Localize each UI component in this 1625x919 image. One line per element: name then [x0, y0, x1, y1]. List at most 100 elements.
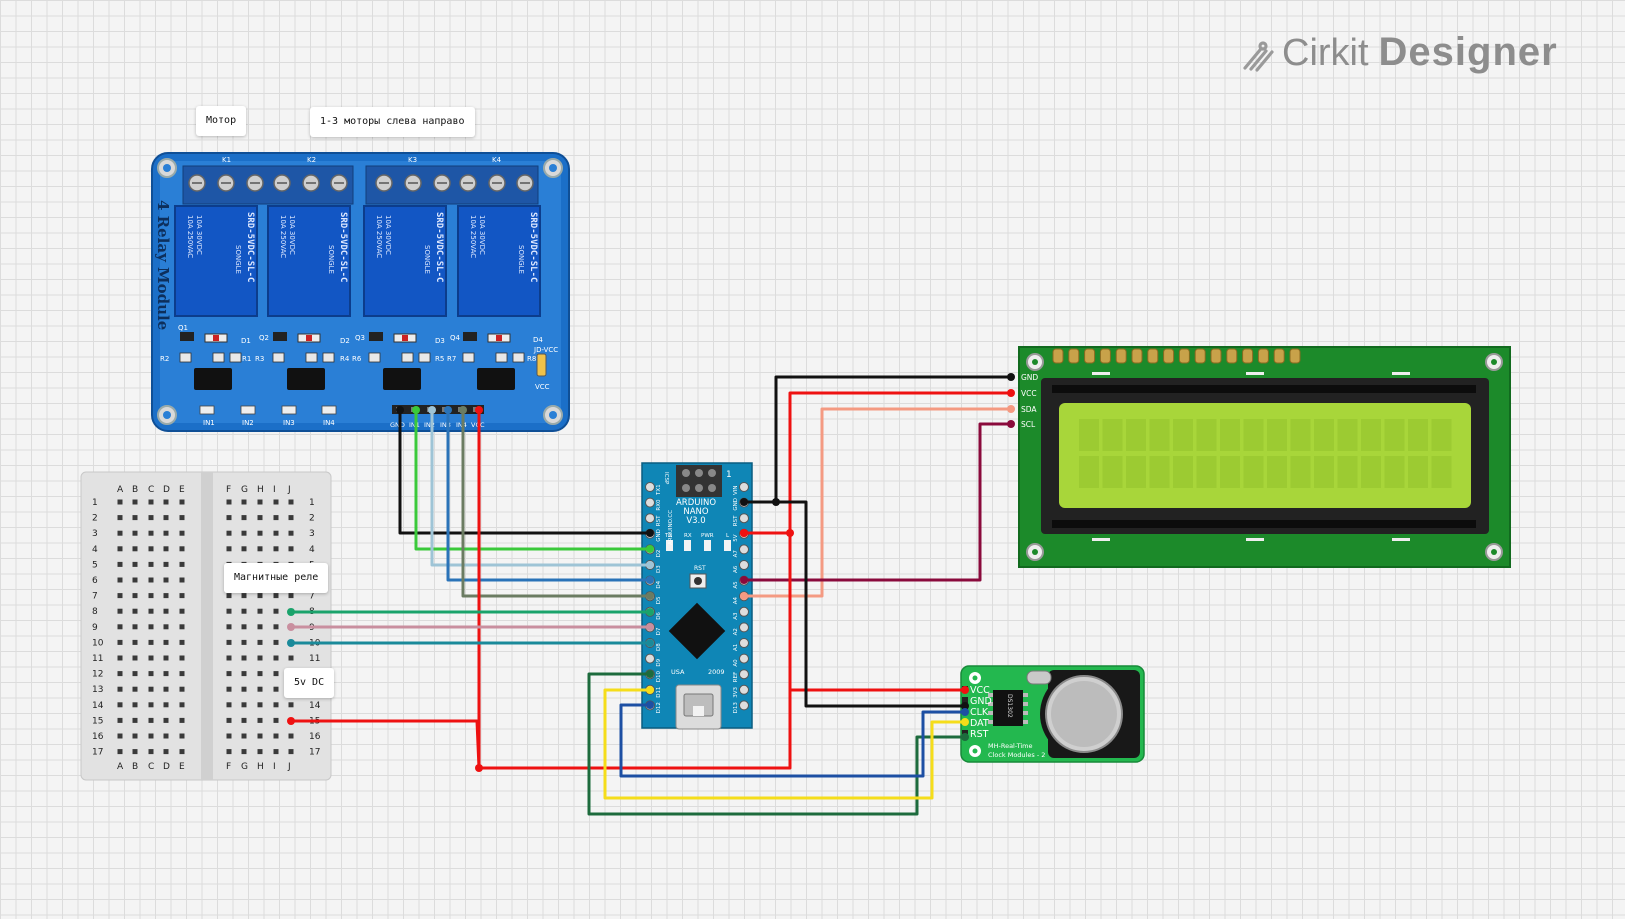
bb-hole[interactable]	[148, 624, 154, 630]
bb-hole[interactable]	[226, 593, 232, 599]
bb-hole[interactable]	[163, 717, 169, 723]
lcd-16x2-display[interactable]: GND VCC SDA SCL	[1007, 346, 1511, 568]
rtc-ds1302-module[interactable]: DS1302 VCC GND CLK DAT RST MH-Real-Time …	[960, 665, 1145, 763]
bb-hole[interactable]	[132, 577, 138, 583]
bb-hole[interactable]	[241, 686, 247, 692]
bb-hole[interactable]	[117, 577, 123, 583]
bb-hole[interactable]	[241, 624, 247, 630]
bb-hole[interactable]	[257, 749, 263, 755]
bb-hole[interactable]	[179, 671, 185, 677]
relay-module[interactable]: K1 K2 K3 K4 4 Relay Module SRD-5VDC-SL-C…	[151, 152, 570, 432]
bb-hole[interactable]	[241, 639, 247, 645]
bb-hole[interactable]	[273, 639, 279, 645]
nano-pin-right[interactable]	[739, 669, 749, 680]
bb-hole[interactable]	[132, 671, 138, 677]
note-motor[interactable]: Мотор	[196, 106, 247, 136]
bb-hole[interactable]	[163, 686, 169, 692]
bb-hole[interactable]	[241, 515, 247, 521]
nano-pin-left[interactable]	[645, 653, 655, 664]
bb-hole[interactable]	[273, 530, 279, 536]
bb-hole[interactable]	[241, 499, 247, 505]
bb-hole[interactable]	[132, 499, 138, 505]
bb-hole[interactable]	[163, 593, 169, 599]
bb-hole[interactable]	[148, 655, 154, 661]
bb-hole[interactable]	[117, 515, 123, 521]
bb-hole[interactable]	[179, 499, 185, 505]
bb-hole[interactable]	[163, 624, 169, 630]
bb-hole[interactable]	[179, 624, 185, 630]
bb-hole[interactable]	[117, 624, 123, 630]
bb-hole[interactable]	[148, 577, 154, 583]
bb-hole[interactable]	[257, 733, 263, 739]
bb-hole[interactable]	[241, 702, 247, 708]
nano-pin-right[interactable]	[739, 622, 749, 633]
bb-hole[interactable]	[226, 671, 232, 677]
bb-hole[interactable]	[288, 655, 294, 661]
bb-hole[interactable]	[226, 515, 232, 521]
bb-hole[interactable]	[163, 639, 169, 645]
bb-hole[interactable]	[132, 561, 138, 567]
bb-hole[interactable]	[273, 546, 279, 552]
bb-hole[interactable]	[163, 671, 169, 677]
bb-hole[interactable]	[179, 593, 185, 599]
bb-hole[interactable]	[257, 499, 263, 505]
bb-hole[interactable]	[226, 686, 232, 692]
bb-hole[interactable]	[163, 577, 169, 583]
bb-hole[interactable]	[117, 671, 123, 677]
wires[interactable]	[289, 375, 1013, 816]
bb-hole[interactable]	[273, 702, 279, 708]
bb-hole[interactable]	[241, 749, 247, 755]
bb-hole[interactable]	[288, 702, 294, 708]
bb-hole[interactable]	[257, 702, 263, 708]
bb-hole[interactable]	[148, 546, 154, 552]
bb-hole[interactable]	[179, 639, 185, 645]
bb-hole[interactable]	[257, 530, 263, 536]
bb-hole[interactable]	[132, 530, 138, 536]
bb-hole[interactable]	[273, 608, 279, 614]
bb-hole[interactable]	[179, 515, 185, 521]
nano-pin-right[interactable]	[739, 544, 749, 555]
bb-hole[interactable]	[273, 686, 279, 692]
bb-hole[interactable]	[226, 546, 232, 552]
bb-hole[interactable]	[273, 515, 279, 521]
bb-hole[interactable]	[257, 639, 263, 645]
bb-hole[interactable]	[179, 702, 185, 708]
bb-hole[interactable]	[132, 686, 138, 692]
bb-hole[interactable]	[257, 608, 263, 614]
note-5v-dc[interactable]: 5v DC	[284, 668, 335, 698]
bb-hole[interactable]	[226, 499, 232, 505]
bb-hole[interactable]	[179, 686, 185, 692]
bb-hole[interactable]	[117, 686, 123, 692]
bb-hole[interactable]	[241, 593, 247, 599]
bb-hole[interactable]	[257, 686, 263, 692]
bb-hole[interactable]	[241, 546, 247, 552]
bb-hole[interactable]	[117, 749, 123, 755]
bb-hole[interactable]	[288, 593, 294, 599]
bb-hole[interactable]	[273, 593, 279, 599]
bb-hole[interactable]	[148, 608, 154, 614]
nano-pin-right[interactable]	[739, 700, 749, 711]
bb-hole[interactable]	[132, 546, 138, 552]
bb-hole[interactable]	[179, 717, 185, 723]
bb-hole[interactable]	[148, 561, 154, 567]
bb-hole[interactable]	[288, 515, 294, 521]
bb-hole[interactable]	[117, 546, 123, 552]
bb-hole[interactable]	[273, 655, 279, 661]
breadboard[interactable]: AABBCCDDEEFFGGHHIIJJ11223344556677889910…	[80, 471, 332, 781]
bb-hole[interactable]	[163, 499, 169, 505]
bb-hole[interactable]	[163, 608, 169, 614]
bb-hole[interactable]	[179, 546, 185, 552]
bb-hole[interactable]	[226, 717, 232, 723]
nano-pin-right[interactable]	[739, 684, 749, 695]
bb-hole[interactable]	[179, 530, 185, 536]
bb-hole[interactable]	[241, 671, 247, 677]
bb-hole[interactable]	[163, 546, 169, 552]
bb-hole[interactable]	[179, 733, 185, 739]
nano-pin-left[interactable]	[645, 513, 655, 524]
bb-hole[interactable]	[132, 593, 138, 599]
bb-hole[interactable]	[226, 608, 232, 614]
bb-hole[interactable]	[241, 717, 247, 723]
bb-hole[interactable]	[273, 717, 279, 723]
bb-hole[interactable]	[117, 702, 123, 708]
